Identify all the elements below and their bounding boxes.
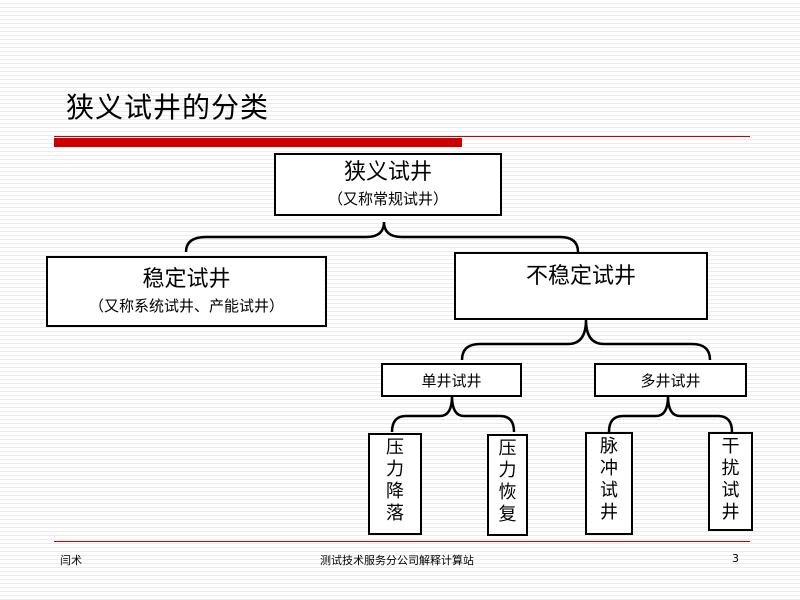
root-brace	[184, 221, 580, 253]
node-root-sub: （又称常规试井）	[327, 189, 448, 208]
title-accent-bar	[54, 138, 462, 147]
footer-page-number: 3	[732, 552, 739, 565]
footer-author: 闫术	[60, 554, 82, 567]
node-interference-label: 干扰试井	[721, 436, 740, 523]
node-multi-well: 多井试井	[594, 363, 747, 397]
slide-title: 狭义试井的分类	[66, 91, 270, 124]
single-well-brace	[390, 395, 516, 433]
title-rule	[54, 136, 750, 137]
footer-organization: 测试技术服务分公司解释计算站	[320, 554, 474, 567]
node-pulse: 脉冲试井	[585, 432, 633, 535]
node-stable: 稳定试井 （又称系统试井、产能试井）	[46, 256, 327, 327]
node-single-well-label: 单井试井	[421, 371, 482, 390]
node-unstable-label: 不稳定试井	[525, 264, 636, 289]
node-pulse-label: 脉冲试井	[600, 436, 618, 523]
footer-rule	[54, 541, 750, 542]
node-buildup: 压力恢复	[487, 434, 528, 536]
unstable-brace	[460, 319, 712, 361]
node-stable-label: 稳定试井	[142, 266, 231, 292]
node-stable-sub: （又称系统试井、产能试井）	[88, 296, 284, 315]
node-root-label: 狭义试井	[343, 159, 432, 185]
node-root: 狭义试井 （又称常规试井）	[274, 153, 502, 216]
node-single-well: 单井试井	[381, 363, 522, 397]
node-multi-well-label: 多井试井	[640, 371, 701, 390]
node-drawdown: 压力降落	[368, 433, 422, 535]
node-buildup-label: 压力恢复	[498, 438, 517, 525]
node-interference: 干扰试井	[708, 432, 753, 531]
multi-well-brace	[607, 395, 734, 433]
node-unstable: 不稳定试井	[454, 252, 708, 320]
node-drawdown-label: 压力降落	[386, 437, 404, 524]
